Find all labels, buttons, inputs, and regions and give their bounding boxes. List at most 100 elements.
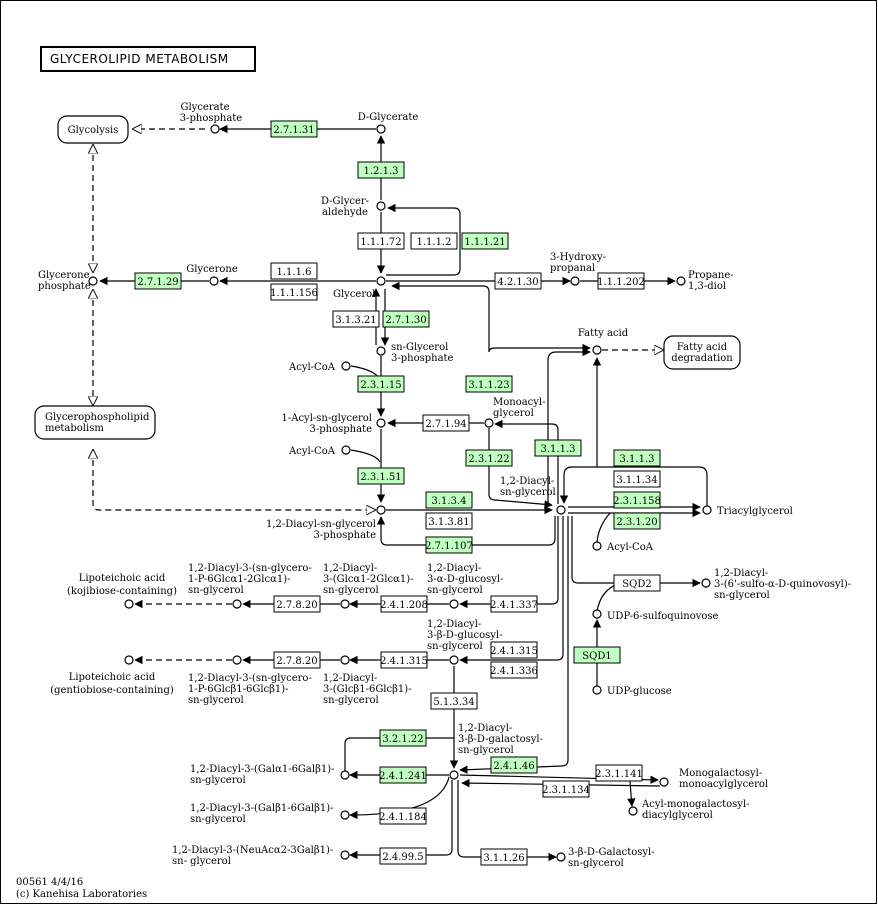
acyl-sn-glycerol-3p-node[interactable]: [376, 418, 386, 428]
enzyme-label: SQD1: [582, 651, 611, 662]
monoacylglycerol-node[interactable]: [484, 418, 494, 428]
galactosyl-node[interactable]: [449, 770, 459, 780]
pathway-link-fatty-acid-degradation[interactable]: [663, 335, 741, 370]
enzyme-box[interactable]: SQD1: [573, 646, 621, 664]
beta-glucosyl-node[interactable]: [449, 655, 459, 665]
glycerol-node[interactable]: [376, 276, 386, 286]
compound-label: sn-glycerol: [427, 641, 483, 652]
enzyme-box[interactable]: 5.1.3.34: [430, 692, 478, 710]
enzyme-box[interactable]: 3.1.1.34: [613, 470, 661, 488]
enzyme-box[interactable]: 1.1.1.72: [357, 232, 405, 250]
compound-label: sn-glycerol: [568, 858, 624, 869]
enzyme-box[interactable]: 2.7.1.94: [422, 414, 470, 432]
fatty-acid-degradation-label-2: degradation: [671, 353, 733, 364]
compound-label: 3-β-D-Galactosyl-: [568, 847, 655, 858]
enzyme-box[interactable]: 3.1.3.21: [332, 310, 380, 328]
glc-glc-node[interactable]: [340, 599, 350, 609]
glycerophospho-kojibiose-node[interactable]: [232, 599, 242, 609]
neuac-gal-node[interactable]: [340, 850, 350, 860]
enzyme-box[interactable]: 3.1.1.3: [534, 439, 582, 457]
enzyme-box[interactable]: 2.3.1.141: [595, 764, 643, 782]
enzyme-label: 2.7.8.20: [276, 600, 317, 611]
enzyme-box[interactable]: 2.7.8.20: [273, 595, 321, 613]
enzyme-box[interactable]: 2.4.1.336: [490, 661, 538, 679]
enzyme-label: 2.3.1.20: [616, 517, 657, 528]
fatty-acid-degradation-label-1: Fatty acid: [677, 342, 728, 353]
lipoteichoic-kojibiose-node[interactable]: [124, 599, 134, 609]
glycerate-3p-node[interactable]: [210, 124, 220, 134]
enzyme-box[interactable]: 3.1.1.26: [480, 848, 528, 866]
enzyme-box[interactable]: 1.2.1.3: [357, 161, 405, 179]
acyl-coa-node[interactable]: [341, 361, 351, 371]
enzyme-box[interactable]: 2.7.1.31: [270, 120, 318, 138]
glycerophospho-gentiobiose-node[interactable]: [232, 655, 242, 665]
enzyme-label: 2.4.1.46: [493, 761, 534, 772]
enzyme-box[interactable]: SQD2: [613, 574, 661, 592]
monogalactosyl-monoacyl-node[interactable]: [659, 777, 669, 787]
pathway-link-glycolysis[interactable]: [57, 115, 129, 144]
enzyme-box[interactable]: 2.4.1.241: [379, 766, 427, 784]
enzyme-box[interactable]: 3.1.3.4: [425, 491, 473, 509]
enzyme-box[interactable]: 1.1.1.202: [597, 272, 645, 290]
triacylglycerol-node[interactable]: [702, 505, 712, 515]
enzyme-box[interactable]: 1.1.1.6: [270, 262, 318, 280]
compound-label: Fatty acid: [578, 328, 629, 339]
udp-sulfoquinovose-node[interactable]: [592, 609, 602, 619]
compound-label: 3-β-D-glucosyl-: [427, 630, 503, 641]
enzyme-box[interactable]: 2.3.1.158: [613, 491, 661, 509]
glcb-glcb-node[interactable]: [340, 655, 350, 665]
lipoteichoic-gentiobiose-node[interactable]: [124, 655, 134, 665]
enzyme-label: 2.3.1.22: [468, 454, 509, 465]
alpha-glucosyl-node[interactable]: [449, 599, 459, 609]
glycerone-phosphate-node[interactable]: [88, 276, 98, 286]
enzyme-box[interactable]: 3.1.1.3: [613, 449, 661, 467]
glycerone-node[interactable]: [209, 276, 219, 286]
diacyl-sn-glycerol-3p-node[interactable]: [376, 505, 386, 515]
enzyme-box[interactable]: 2.3.1.51: [357, 467, 405, 485]
enzyme-box[interactable]: 2.4.1.208: [380, 595, 428, 613]
d-glycerate-node[interactable]: [376, 124, 386, 134]
enzyme-box[interactable]: 2.7.8.20: [273, 651, 321, 669]
enzyme-box[interactable]: 2.3.1.22: [465, 449, 513, 467]
enzyme-box[interactable]: 1.1.1.21: [461, 232, 509, 250]
d-glyceraldehyde-node[interactable]: [376, 201, 386, 211]
diacyl-sn-glycerol-node[interactable]: [556, 505, 566, 515]
enzyme-box[interactable]: 2.7.1.29: [134, 272, 182, 290]
enzyme-box[interactable]: 2.7.1.107: [425, 536, 473, 554]
propanediol-node[interactable]: [676, 276, 686, 286]
galactosyl-sn-glycerol-node[interactable]: [556, 852, 566, 862]
enzyme-box[interactable]: 2.3.1.15: [357, 375, 405, 393]
enzyme-box[interactable]: 2.3.1.134: [542, 780, 590, 798]
enzyme-box[interactable]: 2.4.1.184: [379, 807, 427, 825]
fatty-acid-node[interactable]: [592, 345, 602, 355]
sn-glycerol-3p-node[interactable]: [376, 346, 386, 356]
hydroxypropanal-node[interactable]: [570, 276, 580, 286]
enzyme-box[interactable]: 3.1.1.23: [465, 375, 513, 393]
enzyme-box[interactable]: 3.2.1.22: [379, 729, 427, 747]
compound-label: 1-P-6Glcα1-2Glcα1)-: [188, 574, 291, 585]
compound-label: 3-Hydroxy-: [550, 252, 606, 263]
compound-label: Acyl-CoA: [288, 446, 336, 457]
acyl-coa-node[interactable]: [592, 541, 602, 551]
udp-glucose-node[interactable]: [592, 685, 602, 695]
enzyme-box[interactable]: 1.1.1.156: [270, 283, 318, 301]
galb-galb-node[interactable]: [340, 810, 350, 820]
enzyme-box[interactable]: 3.1.3.81: [425, 512, 473, 530]
acyl-coa-node[interactable]: [341, 445, 351, 455]
sulfoquinovosyl-node[interactable]: [701, 578, 711, 588]
enzyme-box[interactable]: 2.4.1.315: [490, 641, 538, 659]
gala-galb-node[interactable]: [340, 770, 350, 780]
pathway-link-glycerophospholipid[interactable]: [34, 405, 156, 440]
compound-label: 3-phosphate: [310, 424, 373, 435]
enzyme-box[interactable]: 2.3.1.20: [613, 512, 661, 530]
enzyme-box[interactable]: 2.4.1.337: [490, 595, 538, 613]
enzyme-box[interactable]: 2.4.99.5: [379, 847, 427, 865]
enzyme-box[interactable]: 2.4.1.315: [380, 651, 428, 669]
compound-label: aldehyde: [322, 207, 368, 218]
enzyme-box[interactable]: 4.2.1.30: [494, 272, 542, 290]
compound-label: 1,2-Diacyl-3-(Galβ1-6Galβ1)-: [190, 803, 334, 814]
acyl-monogalactosyl-node[interactable]: [628, 806, 638, 816]
enzyme-box[interactable]: 2.4.1.46: [490, 756, 538, 774]
enzyme-box[interactable]: 1.1.1.2: [410, 232, 458, 250]
enzyme-box[interactable]: 2.7.1.30: [382, 310, 430, 328]
